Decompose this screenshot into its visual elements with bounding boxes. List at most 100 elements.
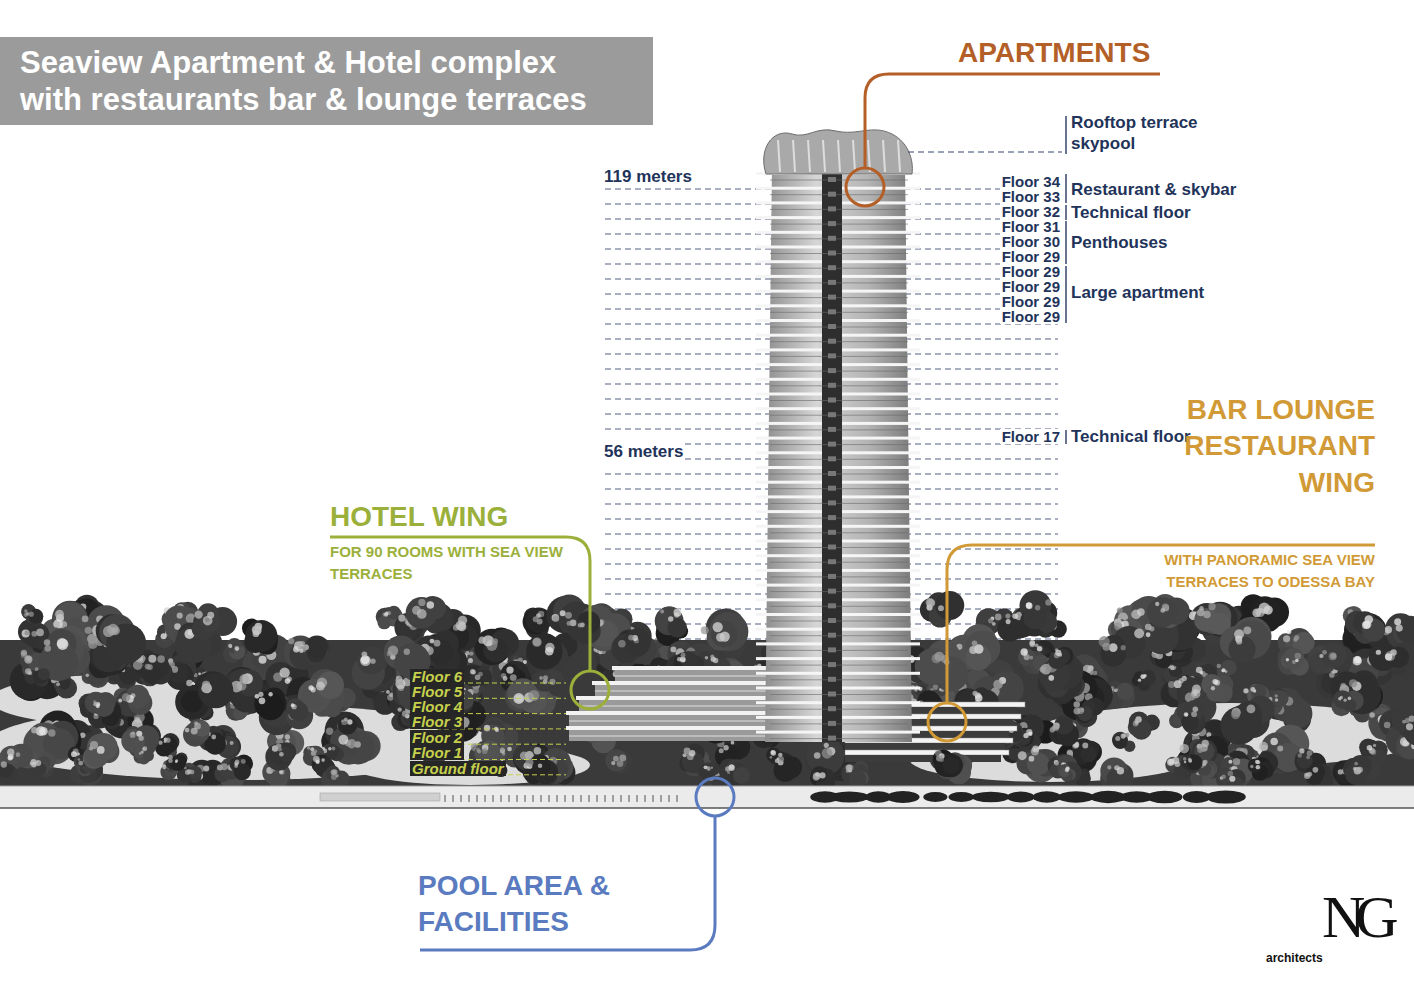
tree-highlight xyxy=(1295,659,1299,663)
tree-highlight xyxy=(1352,656,1361,665)
tree-highlight xyxy=(500,748,505,753)
tree xyxy=(1382,613,1414,647)
tree-highlight xyxy=(1363,620,1371,628)
tree-highlight xyxy=(470,669,475,674)
tree-highlight xyxy=(134,717,140,723)
tree xyxy=(406,596,454,634)
tree-highlight xyxy=(402,711,408,717)
tree-highlight xyxy=(824,743,829,748)
tree-highlight xyxy=(427,601,435,609)
tree-highlight xyxy=(969,646,977,654)
tree-highlight xyxy=(1052,724,1059,731)
tree-highlight xyxy=(1394,618,1401,625)
tree-highlight xyxy=(198,672,201,675)
tree-highlight xyxy=(475,674,481,680)
tree-highlight xyxy=(1295,653,1302,660)
tree-highlight xyxy=(468,658,473,663)
tree-highlight xyxy=(326,728,333,735)
tree-crown xyxy=(1116,683,1134,701)
tree-highlight xyxy=(674,609,682,617)
tree-highlight xyxy=(1385,626,1392,633)
tree-highlight xyxy=(578,623,583,628)
tree-highlight xyxy=(1259,742,1268,751)
tree-highlight xyxy=(723,745,728,750)
tree-highlight xyxy=(1115,736,1120,741)
tree-crown xyxy=(245,620,277,652)
tree-highlight xyxy=(300,646,306,652)
tree-highlight xyxy=(1093,671,1098,676)
tree-highlight xyxy=(417,609,427,619)
tree-highlight xyxy=(55,610,64,619)
tree-highlight xyxy=(1369,712,1374,717)
tree-highlight xyxy=(1192,684,1201,693)
tree-highlight xyxy=(628,635,634,641)
tree-highlight xyxy=(1005,614,1010,619)
tree-highlight xyxy=(1221,669,1224,672)
tree-highlight xyxy=(211,735,216,740)
tree-highlight xyxy=(1199,606,1204,611)
tree-highlight xyxy=(1203,611,1211,619)
tree-crown xyxy=(624,629,651,656)
tree-highlight xyxy=(484,725,491,732)
tree-highlight xyxy=(21,650,27,656)
tree-highlight xyxy=(1396,625,1403,632)
tree-highlight xyxy=(118,698,122,702)
tree-highlight xyxy=(565,612,572,619)
tree-crown xyxy=(1362,618,1385,641)
tree-highlight xyxy=(230,741,234,745)
tree-crown xyxy=(1113,734,1128,749)
tree xyxy=(1049,715,1079,746)
tree-highlight xyxy=(1384,722,1391,729)
tree-highlight xyxy=(1168,681,1175,688)
tree xyxy=(242,619,278,655)
tree-ground xyxy=(0,640,1414,790)
tree-crown xyxy=(965,645,991,671)
tree-highlight xyxy=(1294,635,1299,640)
tree-highlight xyxy=(927,599,935,607)
tree xyxy=(1099,626,1146,669)
tree xyxy=(655,606,687,637)
tree-highlight xyxy=(80,733,86,739)
tree-highlight xyxy=(299,649,303,653)
tree-landscape xyxy=(0,590,1414,790)
tree-highlight xyxy=(285,678,291,684)
tree-highlight xyxy=(1217,664,1221,668)
tree-highlight xyxy=(56,682,60,686)
tree-highlight xyxy=(1250,687,1255,692)
tree-highlight xyxy=(259,656,267,664)
tree-highlight xyxy=(228,644,232,648)
tree-highlight xyxy=(1181,676,1186,681)
tree-highlight xyxy=(1137,608,1145,616)
tree-crown xyxy=(234,647,245,658)
tree-highlight xyxy=(1026,729,1032,735)
tree-highlight xyxy=(82,616,89,623)
tree-crown xyxy=(377,616,390,629)
tree-highlight xyxy=(1243,688,1248,693)
tree-highlight xyxy=(503,676,508,681)
tree xyxy=(223,638,245,663)
tree-highlight xyxy=(567,621,572,626)
tree-crown xyxy=(568,620,589,641)
tree-highlight xyxy=(130,732,136,738)
tree-highlight xyxy=(285,734,290,739)
tree-highlight xyxy=(122,693,130,701)
tree-highlight xyxy=(457,622,466,631)
tree-crown xyxy=(1080,746,1097,763)
tree-highlight xyxy=(398,614,405,621)
tree xyxy=(1128,712,1160,740)
tree-crown xyxy=(1221,660,1237,676)
tree-highlight xyxy=(972,640,978,646)
tree xyxy=(1278,647,1309,676)
tree-highlight xyxy=(1121,733,1126,738)
tree-highlight xyxy=(533,616,539,622)
tree-crown xyxy=(935,591,964,620)
tree-highlight xyxy=(1115,688,1118,691)
tree-crown xyxy=(1283,648,1304,669)
tree-highlight xyxy=(386,690,390,694)
tree-highlight xyxy=(288,638,294,644)
tree-highlight xyxy=(473,687,479,693)
tree-highlight xyxy=(553,615,560,622)
tree-highlight xyxy=(177,613,183,619)
tree-highlight xyxy=(165,738,170,743)
